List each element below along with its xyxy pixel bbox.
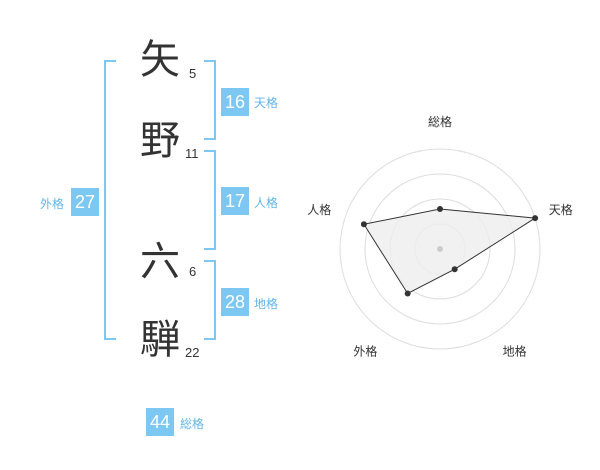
radar-center-point	[437, 246, 443, 252]
radar-point-5	[360, 221, 367, 228]
radar-axis-label-3: 地格	[503, 344, 527, 359]
radar-axis-label-2: 天格	[549, 202, 573, 217]
name-char-2: 野	[140, 118, 180, 164]
tenkaku-label: 天格	[254, 96, 279, 110]
radar-axis-label-4: 外格	[353, 344, 377, 359]
stroke-count-3: 6	[189, 264, 197, 279]
soukaku-label: 総格	[180, 417, 205, 431]
jinkaku-label: 人格	[254, 196, 279, 210]
stroke-count-2: 11	[185, 146, 199, 161]
name-char-3: 六	[140, 239, 180, 285]
radar-point-2	[532, 215, 539, 222]
gaikaku-bracket	[104, 60, 116, 340]
gaikaku-label: 外格	[40, 197, 65, 211]
radar-point-1	[437, 206, 443, 212]
chikaku-value: 28	[221, 288, 249, 316]
name-char-4: 騨	[140, 317, 180, 363]
chikaku-label: 地格	[254, 297, 279, 311]
radar-axis-label-5: 人格	[307, 202, 331, 217]
radar-point-3	[451, 266, 458, 273]
chikaku-bracket	[204, 260, 216, 340]
jinkaku-bracket	[204, 150, 216, 250]
radar-ring-3	[364, 173, 516, 325]
radar-axis-label-1: 総格	[428, 114, 452, 129]
soukaku-value: 44	[146, 408, 174, 436]
tenkaku-value: 16	[221, 88, 249, 116]
radar-point-4	[404, 290, 411, 297]
stroke-count-1: 5	[189, 66, 197, 81]
stroke-count-4: 22	[185, 345, 200, 360]
jinkaku-value: 17	[221, 187, 249, 215]
radar-series-polygon	[363, 208, 537, 295]
radar-ring-4	[339, 148, 541, 350]
gaikaku-value: 27	[71, 188, 99, 216]
tenkaku-bracket	[204, 60, 216, 140]
name-char-1: 矢	[140, 37, 180, 83]
